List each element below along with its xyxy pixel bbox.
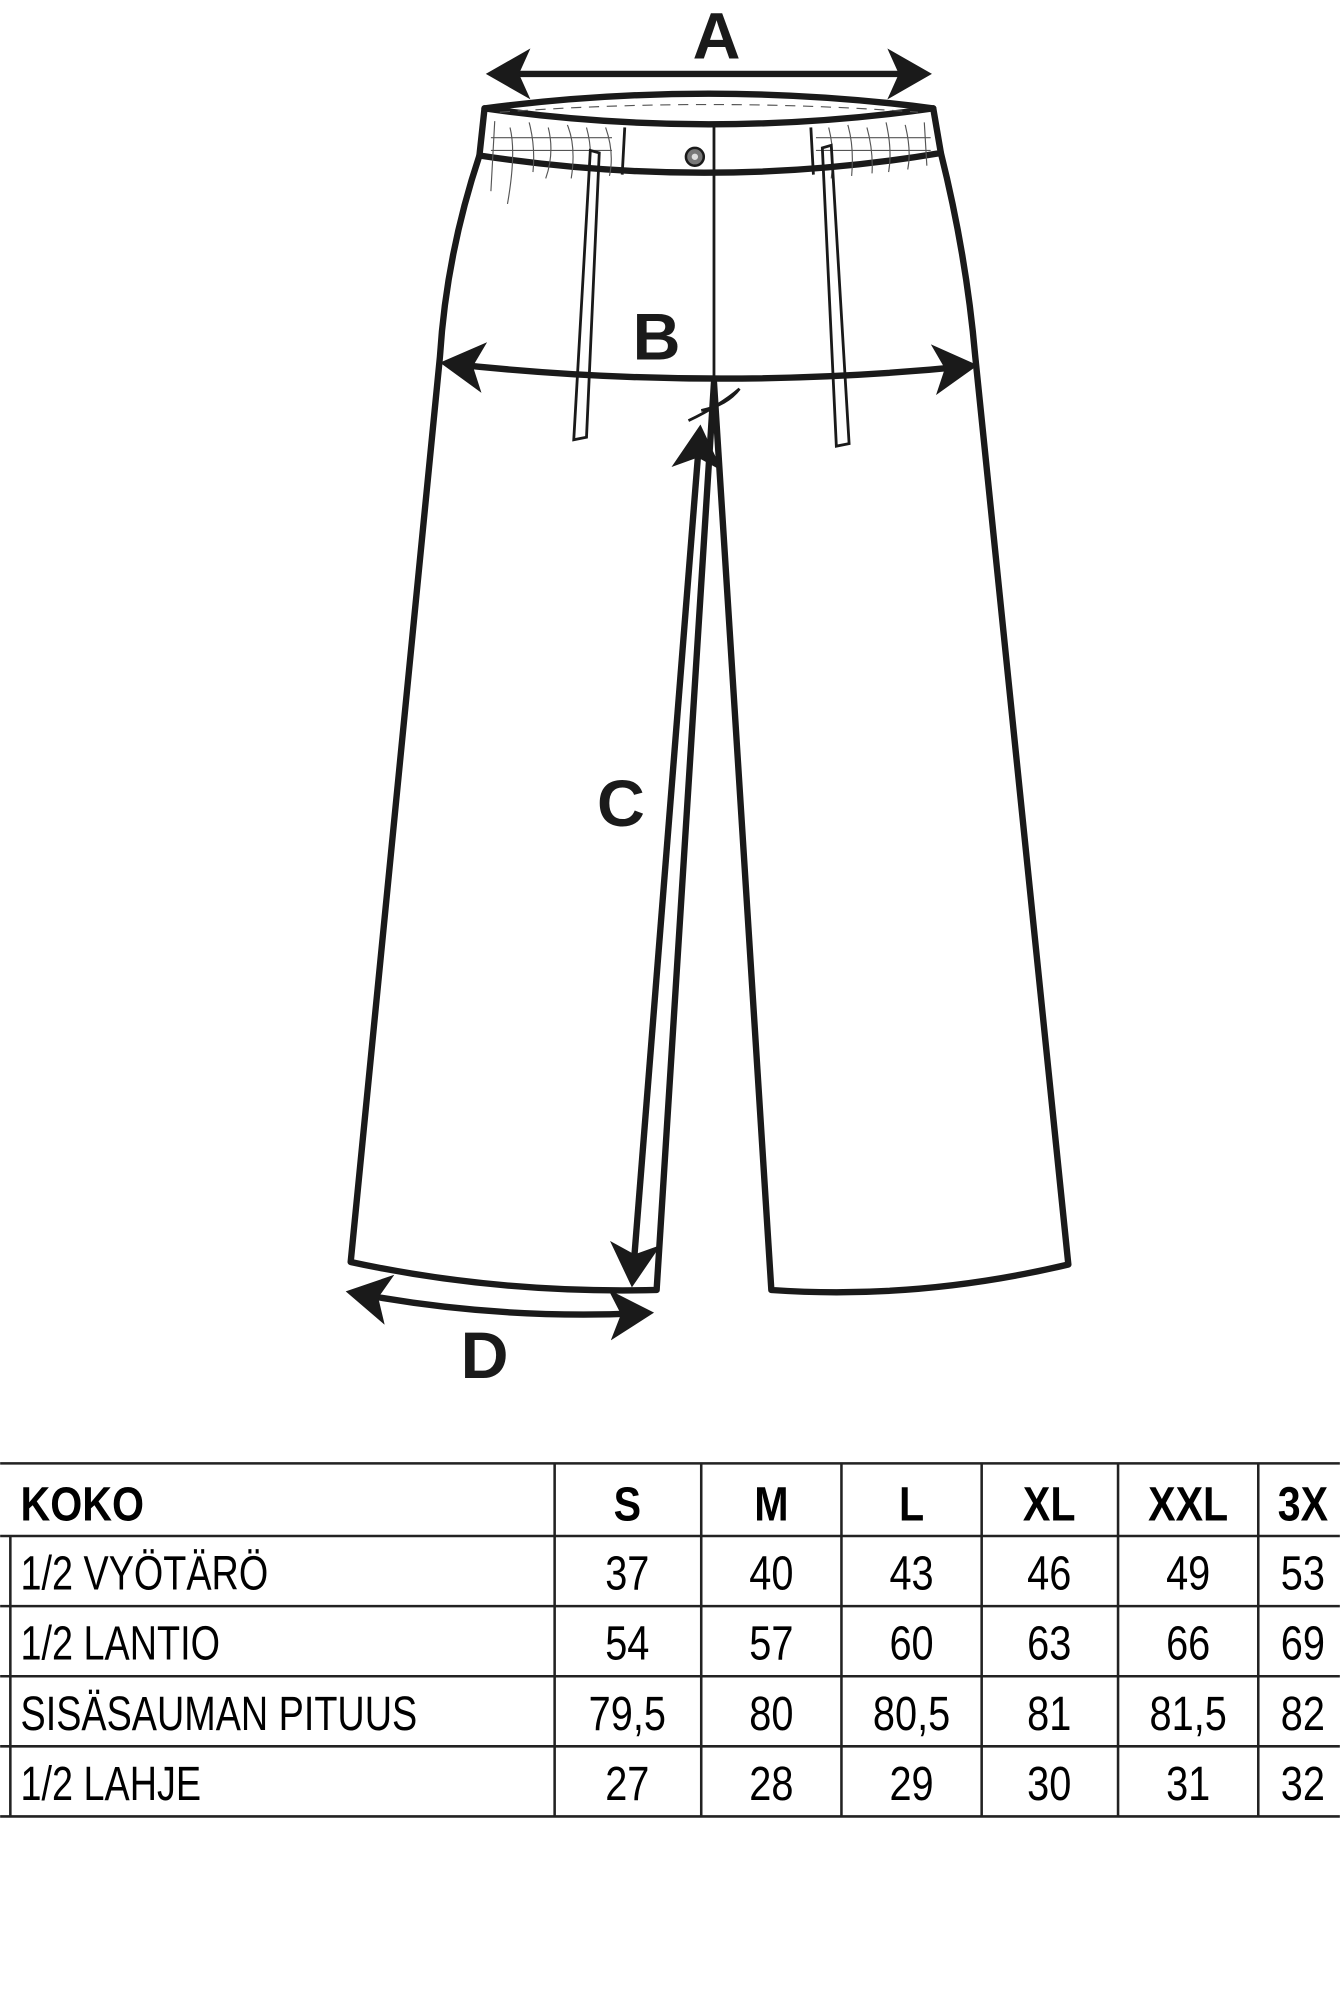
row-label: 1/2 VYÖTÄRÖ — [21, 1547, 269, 1601]
row-label: SISÄSAUMAN PITUUS — [21, 1687, 418, 1741]
pants-illustration — [347, 90, 1072, 1296]
waistband — [476, 105, 945, 176]
table-cell: 63 — [1027, 1617, 1071, 1671]
table-cell: 53 — [1281, 1547, 1325, 1601]
table-cell: 82 — [1281, 1687, 1325, 1741]
table-cell: 81 — [1027, 1687, 1071, 1741]
table-cell: 40 — [749, 1547, 793, 1601]
table-cell: 27 — [605, 1757, 649, 1811]
table-cell: 30 — [1027, 1757, 1071, 1811]
table-cell: 79,5 — [589, 1687, 666, 1741]
table-cell: 43 — [889, 1547, 933, 1601]
table-cell: 29 — [889, 1757, 933, 1811]
header-koko: KOKO — [21, 1477, 144, 1532]
table-cell: 60 — [889, 1617, 933, 1671]
table-cell: 31 — [1166, 1757, 1210, 1811]
header-size: L — [899, 1477, 924, 1532]
label-a: A — [693, 0, 741, 74]
row-label: 1/2 LAHJE — [21, 1757, 202, 1811]
header-size: M — [754, 1477, 788, 1532]
measurement-arrows: A B C D — [345, 0, 978, 1393]
label-b: B — [633, 300, 681, 374]
header-size: S — [614, 1477, 641, 1532]
arrow-c — [610, 424, 723, 1288]
header-size: XXL — [1148, 1477, 1228, 1532]
table-cell: 28 — [749, 1757, 793, 1811]
table-cell: 57 — [749, 1617, 793, 1671]
size-table: KOKO S M L XL XXL 3X 1/2 VYÖTÄRÖ 37 40 43 46 49 53 1/2… — [0, 1462, 1340, 1818]
table-cell: 69 — [1281, 1617, 1325, 1671]
table-cell: 49 — [1166, 1547, 1210, 1601]
table-cell: 66 — [1166, 1617, 1210, 1671]
header-size: 3X — [1278, 1477, 1328, 1532]
arrow-b — [439, 342, 978, 396]
drawstring-right — [820, 143, 851, 448]
table-cell: 37 — [605, 1547, 649, 1601]
row-label: 1/2 LANTIO — [21, 1617, 220, 1671]
table-cell: 46 — [1027, 1547, 1071, 1601]
arrow-d — [345, 1274, 655, 1341]
table-cell: 80 — [749, 1687, 793, 1741]
table-cell: 54 — [605, 1617, 649, 1671]
label-c: C — [597, 767, 645, 841]
table-grid — [0, 1462, 1340, 1818]
table-cell: 81,5 — [1150, 1687, 1227, 1741]
label-d: D — [461, 1319, 509, 1393]
pants-outline — [347, 149, 1072, 1296]
table-cell: 80,5 — [873, 1687, 950, 1741]
table-cell: 32 — [1281, 1757, 1325, 1811]
drawstring-left — [572, 148, 601, 442]
header-size: XL — [1023, 1477, 1076, 1532]
